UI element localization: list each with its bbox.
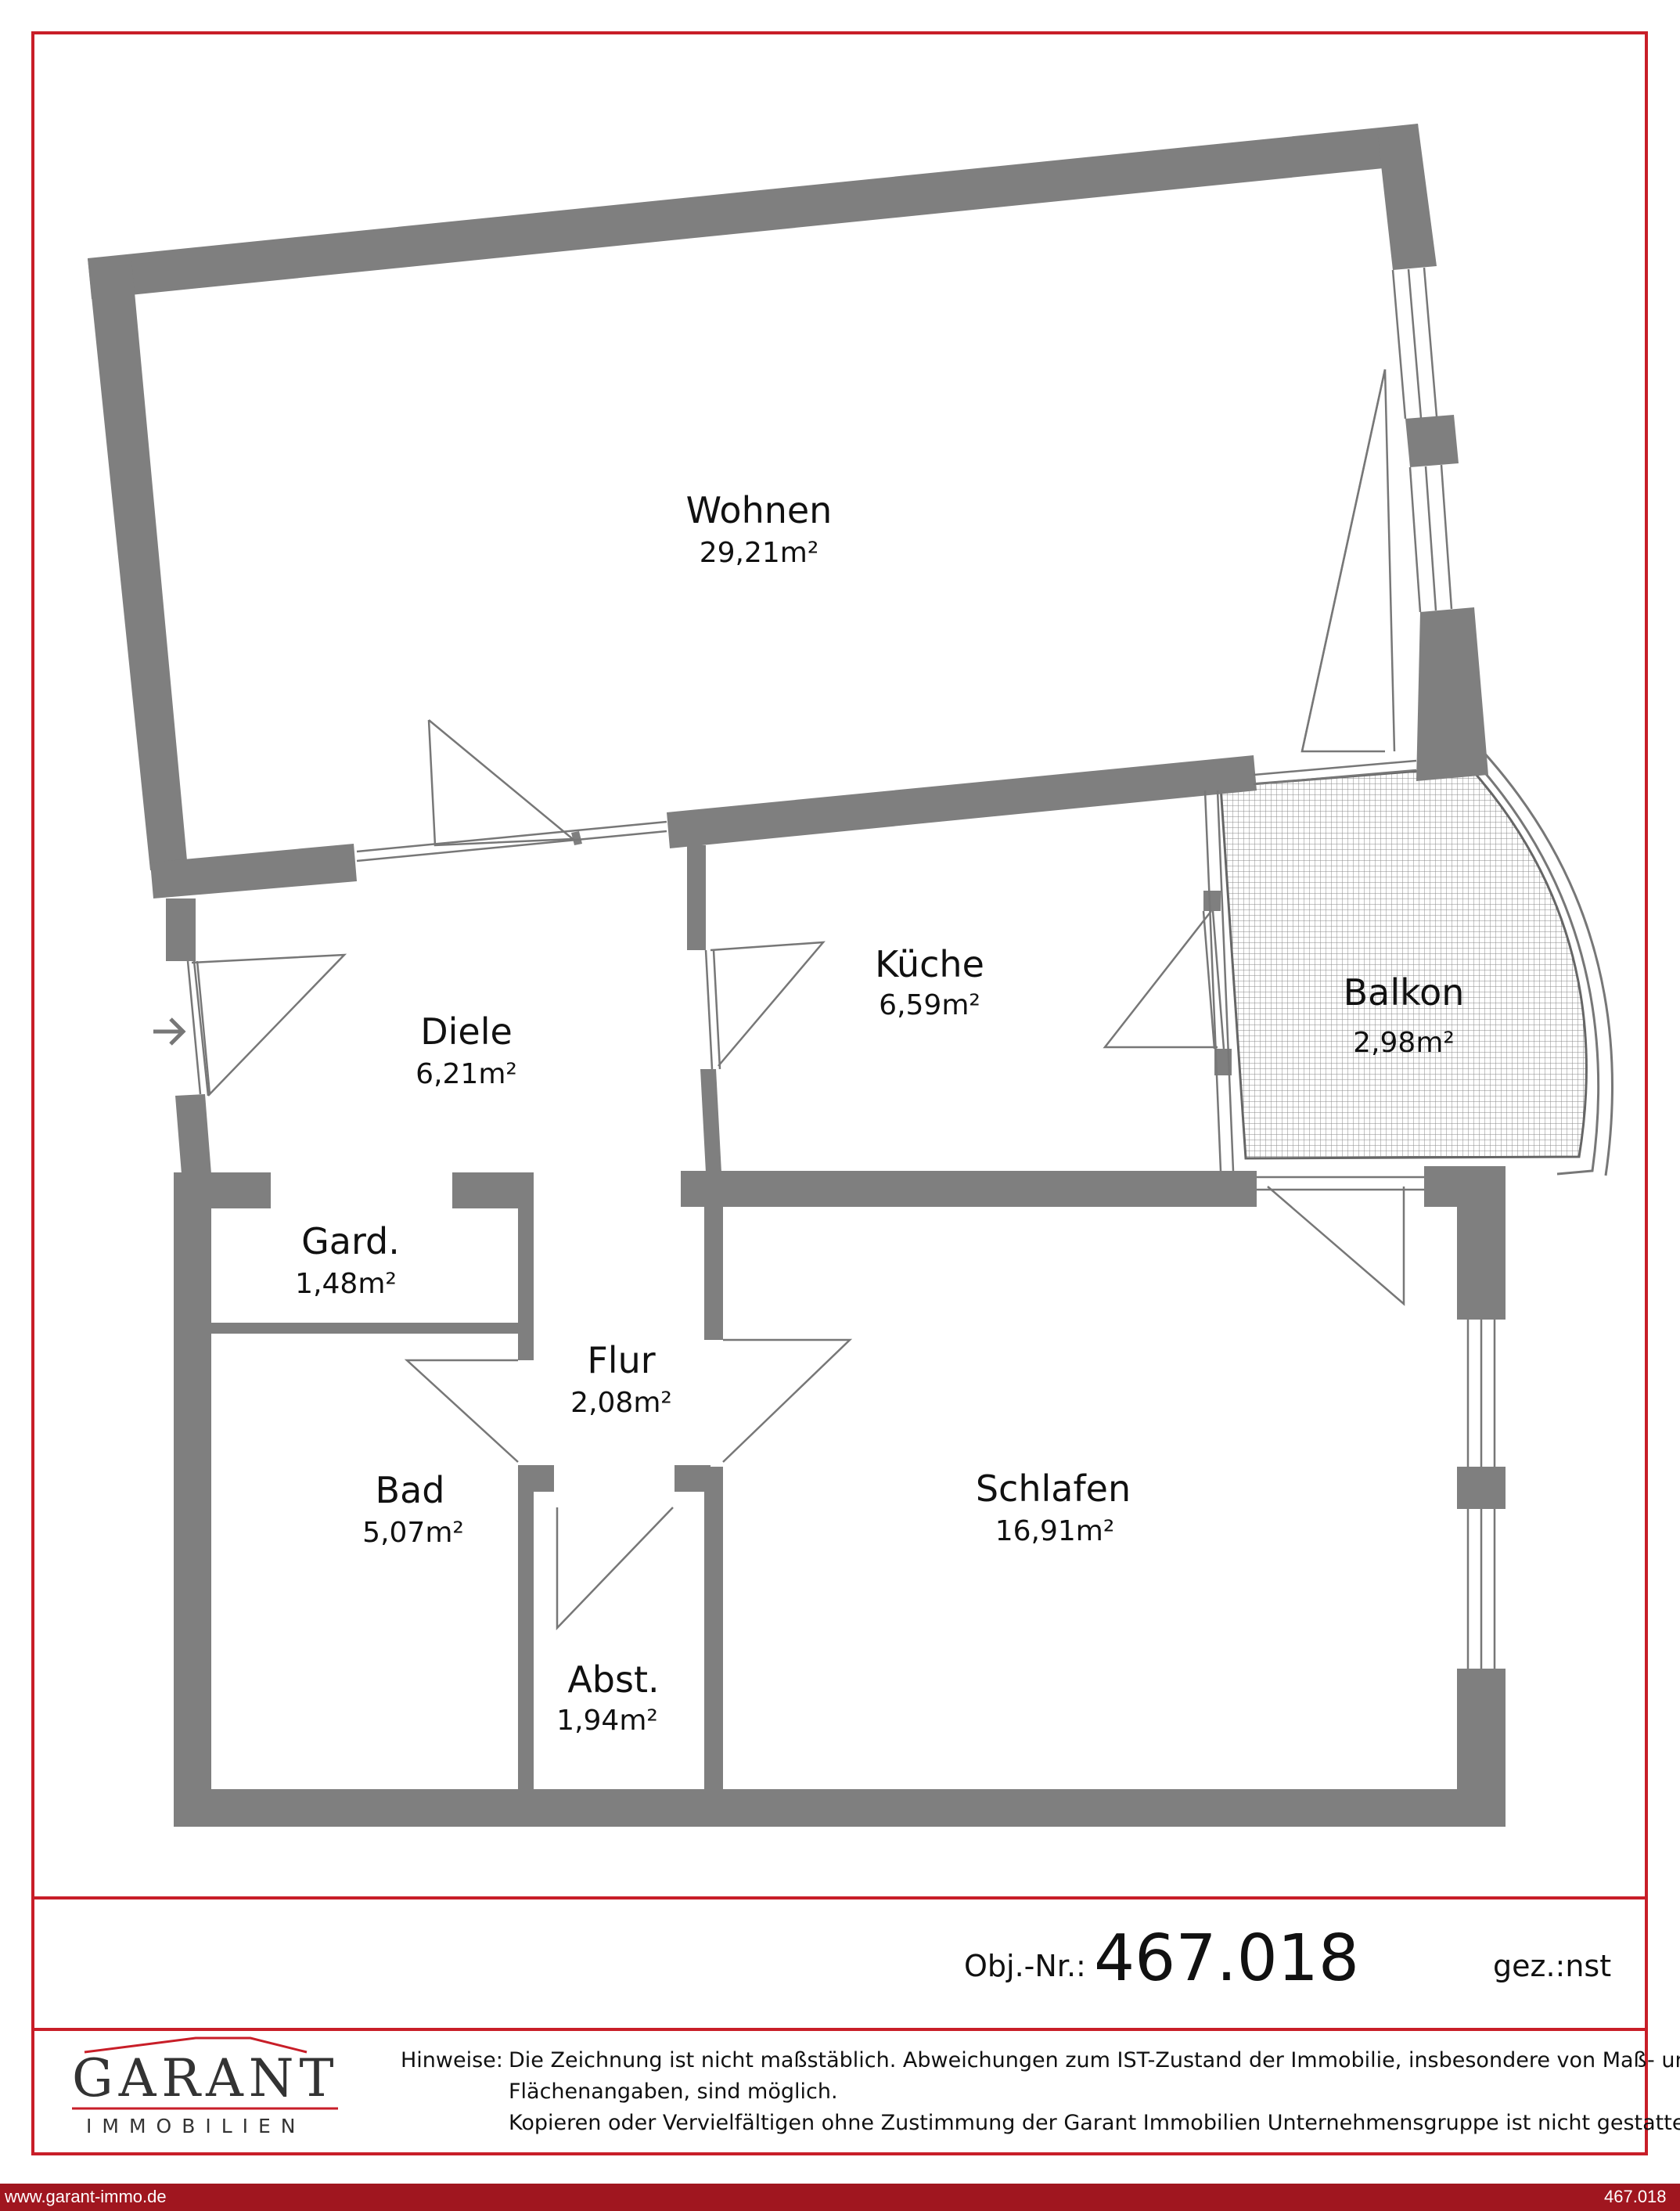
room-area-abst: 1,94m² (556, 1705, 658, 1737)
wall-lower-right-c (1457, 1669, 1506, 1827)
notes-line: Kopieren oder Vervielfältigen ohne Zusti… (509, 2111, 1680, 2135)
notes-line: Die Zeichnung ist nicht maßstäblich. Abw… (509, 2048, 1680, 2072)
wall-lower-bottom (174, 1789, 1506, 1827)
room-area-gard: 1,48m² (295, 1268, 397, 1300)
balcony (1219, 750, 1613, 1176)
room-name-abst: Abst. (567, 1658, 659, 1701)
roof-logo-icon (72, 2036, 338, 2110)
room-name-balkon: Balkon (1344, 971, 1465, 1014)
room-area-balkon: 2,98m² (1353, 1027, 1455, 1059)
wall-kueche-bottom (681, 1171, 1257, 1207)
wall-wohnen-top (88, 124, 1422, 299)
logo-wordmark: GARANT (72, 2048, 340, 2108)
room-area-kueche: 6,59m² (879, 989, 980, 1021)
room-name-gard: Gard. (301, 1220, 400, 1262)
notes-line: Flächenangaben, sind möglich. (509, 2080, 838, 2104)
door-swings (191, 369, 1405, 1631)
wall-kueche-left-b (700, 1069, 721, 1172)
room-name-bad: Bad (376, 1469, 445, 1511)
room-name-wohnen: Wohnen (686, 489, 833, 531)
wall-balkon-left-a (1203, 891, 1221, 911)
wall-abst-right (704, 1487, 723, 1791)
room-area-bad: 5,07m² (362, 1517, 464, 1549)
walls (88, 124, 1506, 1827)
room-area-wohnen: 29,21m² (700, 537, 819, 569)
reference-number: 467.018 (1604, 2187, 1667, 2206)
object-number: 467.018 (1094, 1921, 1360, 1996)
wall-balkon-left-b (1214, 1049, 1232, 1075)
wall-wohnen-bottom-c (667, 755, 1257, 848)
wall-flur-bottom-left (518, 1465, 554, 1492)
wall-wohnen-right-b (1405, 415, 1459, 467)
page-frame (31, 31, 1648, 2155)
wall-lower-right-b (1457, 1467, 1506, 1509)
wall-balkon-bottom (1424, 1166, 1502, 1207)
drawn-by: gez.:nst (1493, 1949, 1612, 1983)
wall-wohnen-right-a (1377, 124, 1437, 270)
room-area-flur: 2,08m² (570, 1387, 672, 1419)
wall-gard-bottom (211, 1323, 518, 1334)
room-name-kueche: Küche (875, 943, 984, 985)
object-number-label: Obj.-Nr.: (964, 1949, 1086, 1983)
room-name-diele: Diele (420, 1010, 513, 1053)
wall-flur-left-a (518, 1172, 534, 1360)
wall-wohnen-bottom-a (150, 844, 357, 898)
wall-diele-left-a (166, 898, 196, 961)
footer-bar (0, 2184, 1680, 2211)
wall-diele-left-b (175, 1094, 211, 1174)
notes-label: Hinweise: (401, 2048, 503, 2072)
wall-wohnen-bottom-b (571, 831, 582, 845)
logo-subtitle: IMMOBILIEN (86, 2115, 306, 2137)
wall-wohnen-right-c (1416, 607, 1488, 781)
wall-kueche-left-a (687, 845, 706, 950)
wall-lower-left (174, 1172, 211, 1827)
room-name-flur: Flur (587, 1339, 655, 1381)
room-area-diele: 6,21m² (416, 1058, 517, 1090)
wall-flur-right-a (704, 1172, 723, 1340)
room-name-schlafen: Schlafen (976, 1467, 1131, 1510)
room-area-schlafen: 16,91m² (995, 1515, 1115, 1547)
wall-gard-top-left (174, 1172, 271, 1208)
website-link[interactable]: www.garant-immo.de (5, 2187, 167, 2206)
entrance-arrow-icon (153, 1017, 186, 1046)
wall-flur-left-b (518, 1465, 534, 1792)
wall-wohnen-left (88, 258, 188, 870)
